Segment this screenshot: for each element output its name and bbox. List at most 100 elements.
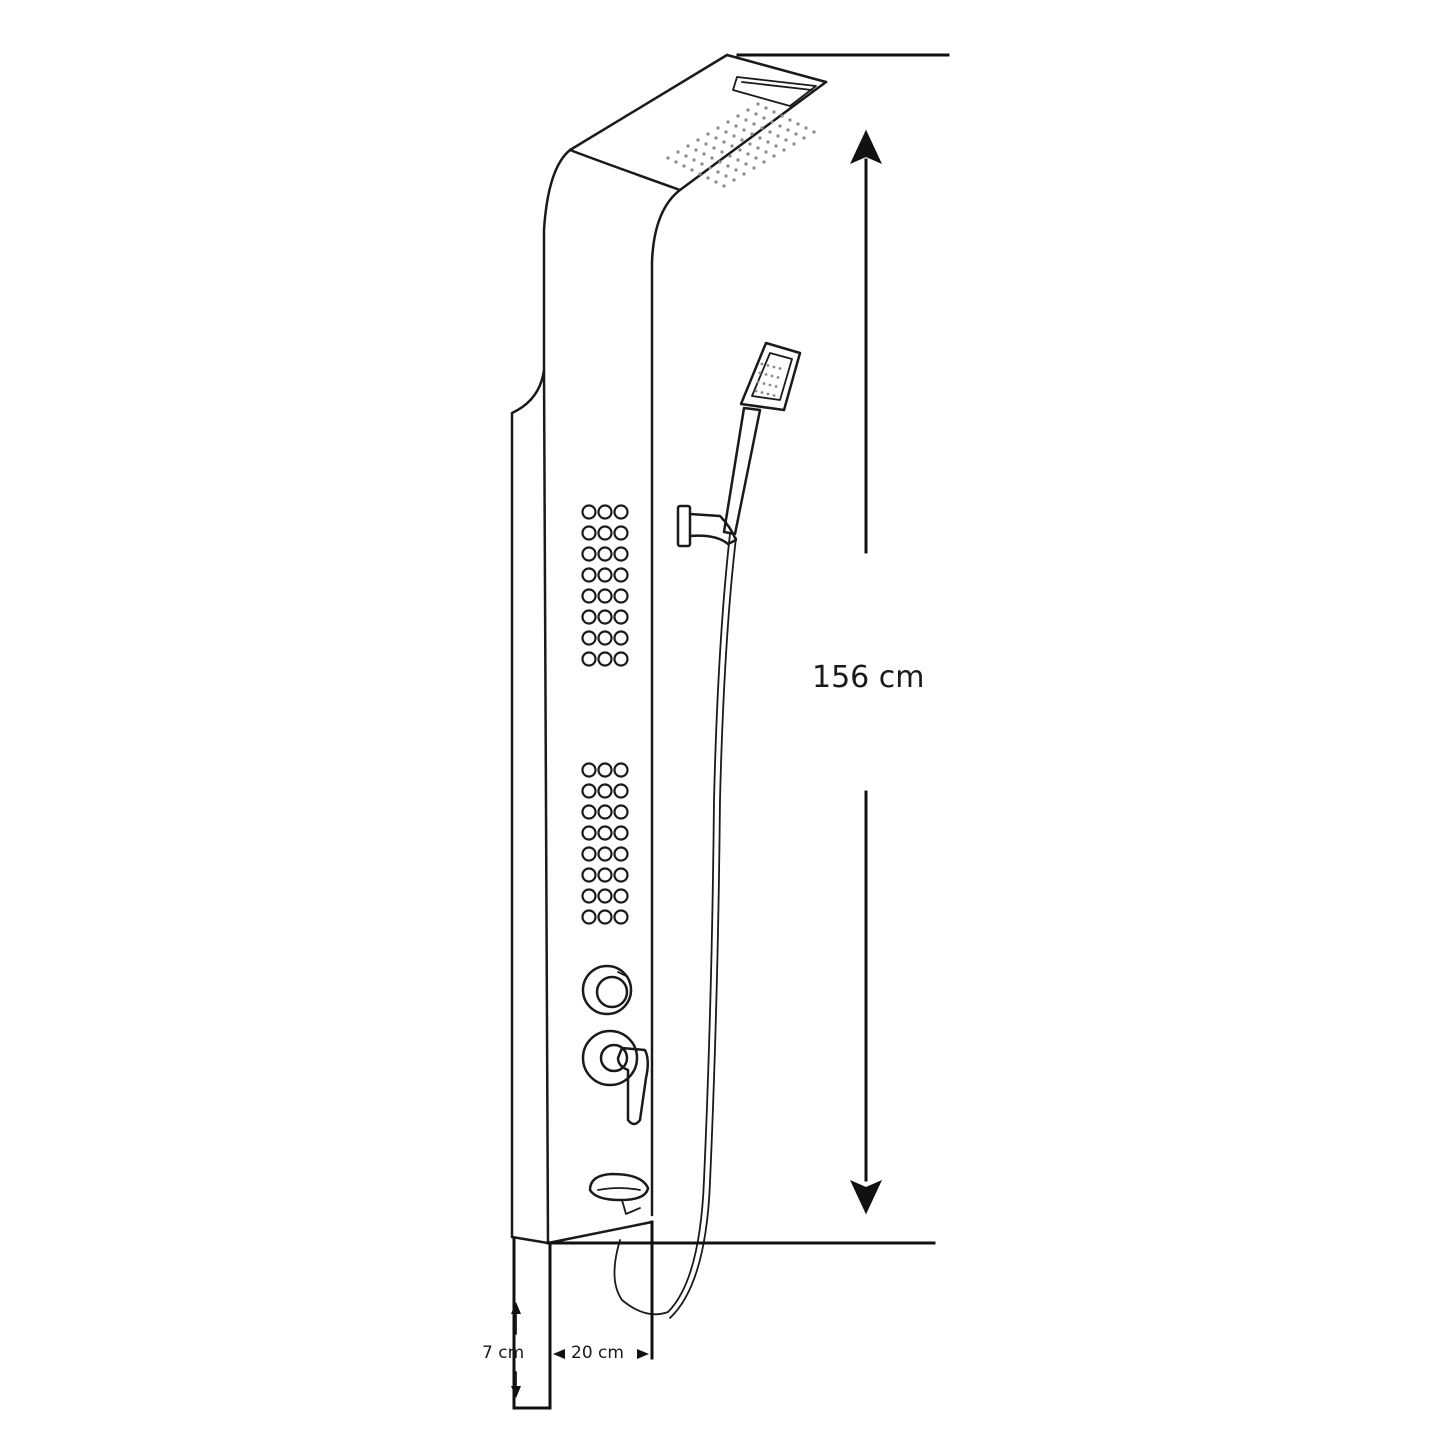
rain-nozzle (774, 144, 778, 148)
hand-shower-nozzle (756, 380, 760, 384)
body-jet-nozzle (581, 909, 597, 925)
rain-nozzle (714, 180, 718, 184)
rain-nozzle (700, 162, 704, 166)
body-jet-nozzle (597, 783, 613, 799)
body-jet-nozzle (581, 546, 597, 562)
body-jet-nozzle (581, 846, 597, 862)
rain-nozzle (712, 146, 716, 150)
body-jet-nozzle (613, 804, 629, 820)
rain-nozzle (716, 170, 720, 174)
rain-nozzle (812, 130, 816, 134)
rain-nozzle (734, 124, 738, 128)
body-jet-nozzle (613, 783, 629, 799)
rain-nozzle (736, 114, 740, 118)
rain-nozzle (756, 146, 760, 150)
body-jet-nozzle (613, 888, 629, 904)
rain-nozzle (744, 118, 748, 122)
mixer-lever-icon (581, 1029, 649, 1126)
rain-nozzle (780, 114, 784, 118)
rain-nozzle (736, 158, 740, 162)
rain-nozzle (782, 148, 786, 152)
rain-nozzle (754, 156, 758, 160)
hand-shower-nozzle (760, 391, 764, 394)
rain-nozzle (734, 168, 738, 172)
rain-nozzle (674, 160, 678, 164)
rain-nozzle (794, 132, 798, 136)
rain-nozzle (726, 120, 730, 124)
body-jet-nozzle (597, 762, 613, 778)
body-jet-nozzle (581, 630, 597, 646)
rain-nozzle (690, 168, 694, 172)
rain-nozzle (698, 172, 702, 176)
body-jet-nozzle (613, 909, 629, 925)
hand-shower-nozzle (764, 373, 768, 376)
body-jet-nozzle (597, 909, 613, 925)
rain-nozzle (682, 164, 686, 168)
rain-nozzle (752, 122, 756, 126)
body-jet-nozzle (613, 825, 629, 841)
rain-nozzle (742, 172, 746, 176)
rain-nozzle (786, 128, 790, 132)
body-jet-nozzle (613, 504, 629, 520)
body-jet-nozzle (581, 651, 597, 667)
rain-nozzle (776, 134, 780, 138)
hand-shower-nozzle (766, 392, 770, 396)
body-jet-nozzle (581, 504, 597, 520)
rain-nozzle (758, 136, 762, 140)
rain-nozzle (778, 124, 782, 128)
width-label: 20 cm (571, 1343, 624, 1363)
rain-nozzle (764, 150, 768, 154)
body-jet-nozzle (581, 825, 597, 841)
hand-shower-nozzle (762, 382, 766, 385)
body-jet-nozzle (613, 867, 629, 883)
rain-nozzle (766, 140, 770, 144)
hand-shower-nozzle (754, 389, 758, 393)
rain-nozzle (764, 106, 768, 110)
body-jet-nozzle (581, 525, 597, 541)
body-jet-nozzles (581, 504, 629, 925)
hand-shower-nozzle (774, 385, 778, 388)
rain-nozzle (684, 154, 688, 158)
rain-nozzle (702, 152, 706, 156)
body-jet-nozzle (581, 804, 597, 820)
arrow-up-icon (849, 129, 883, 164)
body-jet-nozzle (613, 588, 629, 604)
rain-nozzle (756, 102, 760, 106)
body-jet-nozzle (581, 888, 597, 904)
rain-nozzle (746, 152, 750, 156)
body-jet-nozzle (597, 804, 613, 820)
body-jet-nozzle (581, 609, 597, 625)
body-jet-nozzle (613, 525, 629, 541)
rain-nozzle (796, 122, 800, 126)
body-jet-nozzle (597, 651, 613, 667)
arrow-down-small-icon (511, 1386, 521, 1398)
rain-nozzle (792, 142, 796, 146)
hand-shower-nozzle (772, 394, 776, 397)
rain-nozzle (722, 184, 726, 188)
rain-nozzle (706, 176, 710, 180)
hand-shower-nozzle (760, 362, 764, 366)
rain-nozzle (744, 162, 748, 166)
body-jet-nozzle (613, 762, 629, 778)
body-jet-nozzle (597, 546, 613, 562)
hand-shower-nozzle (778, 367, 782, 370)
body-jet-nozzle (613, 651, 629, 667)
rain-nozzle (722, 140, 726, 144)
rain-nozzle (762, 116, 766, 120)
height-label: 156 cm (812, 660, 925, 695)
body-jet-nozzle (581, 762, 597, 778)
rain-nozzle (762, 160, 766, 164)
body-jet-nozzle (581, 867, 597, 883)
hand-shower-nozzle (758, 371, 762, 375)
body-jet-nozzle (597, 825, 613, 841)
rain-nozzle (740, 138, 744, 142)
rain-nozzle (788, 118, 792, 122)
rain-nozzle (752, 166, 756, 170)
rain-nozzle (730, 144, 734, 148)
thermostat-knob-icon (581, 964, 633, 1016)
arrow-down-icon (849, 1180, 883, 1215)
rain-nozzle (804, 126, 808, 130)
hand-shower-nozzle (772, 365, 776, 369)
rain-nozzle (720, 150, 724, 154)
